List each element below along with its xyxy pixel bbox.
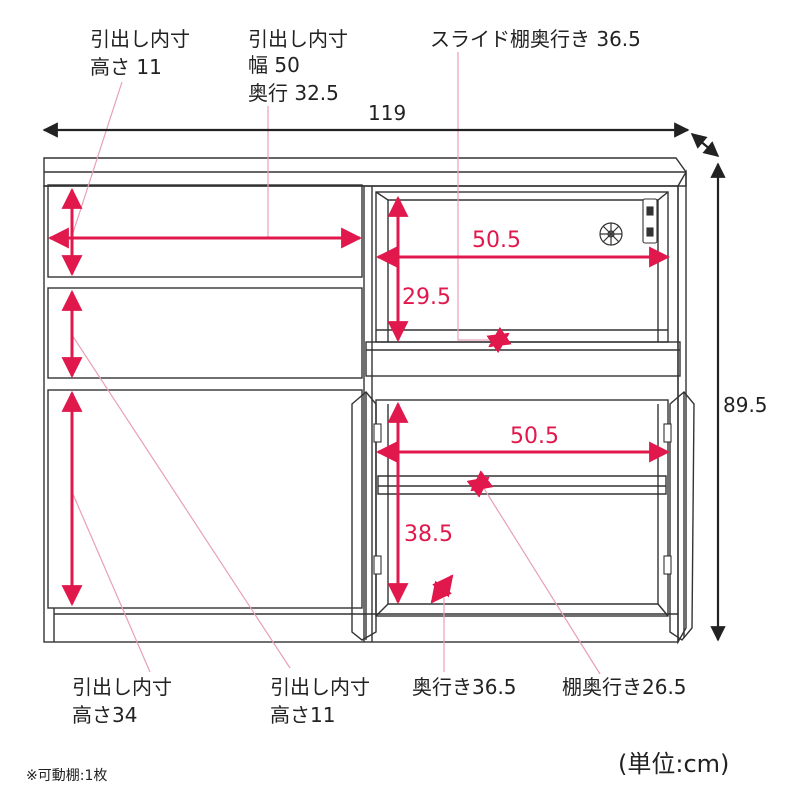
upper-width-value: 50.5	[472, 228, 521, 253]
dimension-arrows	[47, 187, 671, 607]
shelf-depth-arrow	[466, 470, 494, 498]
cabinet-depth-arrow	[430, 574, 454, 604]
drawer-middle-height-label: 高さ11	[270, 703, 335, 727]
drawer-top-height-title: 引出し内寸	[90, 27, 190, 51]
slide-depth-arrow	[486, 326, 512, 354]
overall-arrows	[42, 122, 726, 642]
drawer-top	[47, 184, 363, 278]
leader-lines	[71, 52, 601, 675]
shelf-depth-label: 棚奥行き26.5	[562, 675, 687, 699]
slide-shelf	[365, 341, 681, 377]
vent-fan-icon	[599, 222, 623, 246]
unit-label: (単位:cm)	[618, 750, 729, 778]
drawer-top-height-value: 高さ 11	[90, 55, 162, 79]
outer-frame	[43, 185, 679, 643]
movable-shelf	[377, 475, 667, 495]
upper-height-value: 29.5	[402, 285, 451, 310]
outlet-icon	[642, 198, 658, 244]
drawer-bottom-title: 引出し内寸	[72, 675, 172, 699]
footnote: ※可動棚:1枚	[26, 768, 107, 784]
right-side-panel	[677, 169, 687, 645]
lower-width-value: 50.5	[510, 424, 559, 449]
drawer-top-depth: 奥行 32.5	[248, 81, 339, 105]
overall-width-label: 119	[368, 101, 406, 125]
cabinet-depth-label: 奥行き36.5	[412, 675, 517, 699]
drawer-top-width: 幅 50	[248, 53, 300, 77]
slide-shelf-depth-label: スライド棚奥行き 36.5	[430, 27, 641, 51]
overall-depth-arrow	[690, 133, 720, 157]
lower-height-value: 38.5	[404, 522, 453, 547]
drawer-middle-title: 引出し内寸	[270, 675, 370, 699]
door-right-open	[669, 391, 695, 641]
drawer-bottom-height-label: 高さ34	[72, 703, 137, 727]
drawer-top-inner-title: 引出し内寸	[248, 27, 348, 51]
upper-open-compartment	[375, 191, 669, 343]
drawer-middle	[47, 287, 363, 379]
drawer-bottom	[47, 389, 363, 609]
cabinet-body	[43, 157, 695, 645]
overall-height-label: 89.5	[723, 393, 768, 417]
